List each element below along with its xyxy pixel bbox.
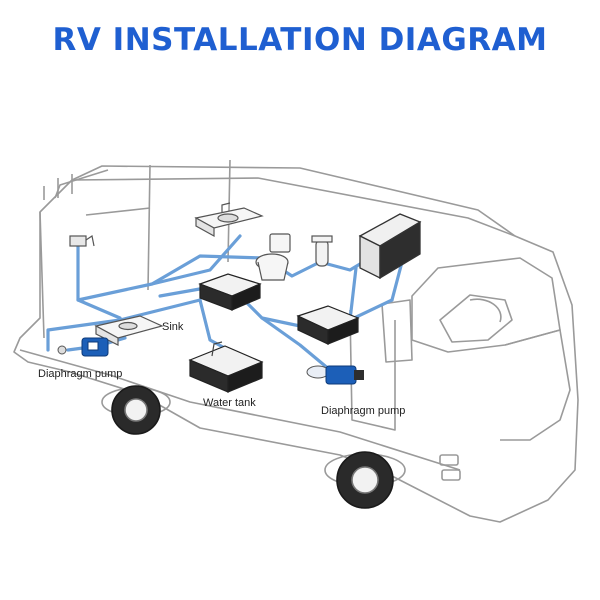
pipe-to-shower: [76, 238, 122, 320]
pipe-to-right-pump: [260, 316, 332, 372]
rv-outline: [13, 159, 579, 523]
tank-middle: [198, 273, 262, 311]
rv-ladder: [43, 174, 73, 200]
lower-sink: [94, 315, 164, 346]
rv-rear-hub: [124, 398, 148, 422]
rv-seat: [439, 294, 513, 343]
tank-right: [296, 305, 360, 345]
water-tank: [188, 341, 264, 393]
left-diaphragm-pump: [57, 337, 109, 357]
pipe-main-left: [46, 298, 202, 352]
toilet: [255, 233, 291, 281]
label-water-tank: Water tank: [203, 397, 256, 409]
upper-sink: [194, 202, 264, 238]
diagram-title: RV INSTALLATION DIAGRAM: [52, 22, 548, 58]
label-pump-left: Diaphragm pump: [38, 368, 122, 380]
rv-windshield: [411, 257, 561, 353]
shower-fixture: [69, 235, 95, 247]
right-diaphragm-pump: [306, 365, 364, 385]
pipe-right-loop: [348, 260, 404, 322]
rv-front-hub: [351, 466, 379, 494]
rv-roof: [71, 165, 516, 237]
rv-door: [349, 309, 396, 431]
water-heater: [358, 213, 422, 280]
accumulator: [311, 235, 333, 267]
label-pump-right: Diaphragm pump: [321, 405, 405, 417]
rv-skirt: [19, 349, 461, 471]
rv-cab-window: [381, 299, 413, 363]
rv-body: [13, 177, 579, 523]
label-sink: Sink: [162, 321, 184, 333]
pipe-upper-left: [76, 234, 242, 302]
rv-headlight: [439, 454, 459, 466]
rv-front: [500, 329, 571, 441]
rv-rear-edge: [39, 211, 45, 339]
rv-headlight-2: [441, 469, 461, 481]
